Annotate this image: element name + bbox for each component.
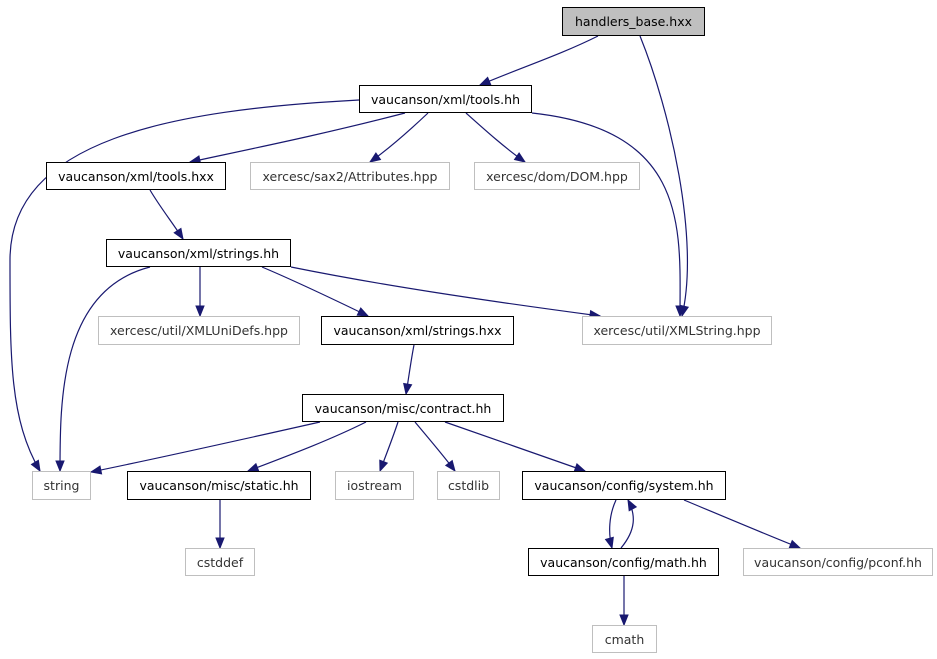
edge-arrowhead — [619, 614, 629, 627]
edge-math-hh-to-cmath — [619, 575, 629, 627]
node-vaucanson-xml-strings-hh[interactable]: vaucanson/xml/strings.hh — [106, 239, 291, 267]
edge-line — [531, 112, 681, 317]
node-xercesc-util-xmlstring-hpp: xercesc/util/XMLString.hpp — [582, 316, 772, 345]
edge-line — [189, 112, 406, 163]
node-vaucanson-xml-tools-hxx[interactable]: vaucanson/xml/tools.hxx — [46, 162, 226, 190]
edge-arrowhead — [627, 498, 638, 512]
node-iostream: iostream — [335, 471, 414, 500]
edge-line — [90, 421, 321, 473]
edge-line — [369, 112, 429, 163]
edge-arrowhead — [173, 227, 184, 241]
edge-line — [479, 35, 599, 86]
edge-contract-hh-to-iostream — [379, 421, 399, 473]
edge-line — [261, 266, 369, 317]
edge-contract-hh-to-cstdlib — [414, 421, 456, 473]
edge-line — [465, 112, 526, 163]
edge-arrowhead — [368, 152, 382, 163]
edge-strings-hh-to-xmlstring-hpp — [290, 266, 602, 320]
edge-arrowhead — [478, 76, 492, 86]
edge-arrowhead — [403, 382, 413, 396]
edge-tools-hh-to-tools-hxx — [188, 112, 406, 165]
edge-arrowhead — [788, 539, 802, 549]
edge-system-hh-to-pconf-hh — [683, 499, 802, 549]
edge-line — [59, 266, 151, 472]
node-vaucanson-xml-strings-hxx[interactable]: vaucanson/xml/strings.hxx — [321, 316, 514, 345]
edge-strings-hh-to-string — [55, 266, 151, 473]
node-vaucanson-misc-contract-hh[interactable]: vaucanson/misc/contract.hh — [302, 394, 504, 422]
edge-arrowhead — [356, 307, 370, 317]
edge-arrowhead — [513, 152, 527, 163]
edge-arrowhead — [195, 305, 205, 318]
edge-tools-hh-to-attributes-hpp — [368, 112, 429, 163]
edge-tools-hh-to-dom-hpp — [465, 112, 527, 163]
edge-arrowhead — [604, 536, 614, 550]
node-vaucanson-config-math-hh[interactable]: vaucanson/config/math.hh — [528, 548, 719, 576]
edge-arrowhead — [675, 305, 685, 318]
edge-tools-hh-to-xmlstring-hpp — [531, 112, 685, 318]
edge-contract-hh-to-static-hh — [246, 421, 367, 472]
edge-system-hh-to-math-hh — [604, 499, 617, 550]
node-vaucanson-config-pconf-hh: vaucanson/config/pconf.hh — [743, 548, 933, 576]
edge-contract-hh-to-string — [89, 421, 321, 475]
node-xercesc-dom-dom-hpp: xercesc/dom/DOM.hpp — [474, 162, 640, 190]
edge-arrowhead — [55, 460, 65, 473]
edge-line — [9, 99, 360, 472]
edge-static-hh-to-cstddef — [215, 500, 225, 550]
edge-arrowhead — [89, 465, 103, 475]
edge-handlers-base-to-tools-hh — [478, 35, 599, 86]
node-vaucanson-misc-static-hh[interactable]: vaucanson/misc/static.hh — [127, 471, 311, 500]
node-cstddef: cstddef — [185, 548, 255, 576]
edge-strings-hxx-to-contract-hh — [403, 344, 415, 396]
edge-line — [639, 35, 689, 317]
node-xercesc-sax2-attributes-hpp: xercesc/sax2/Attributes.hpp — [250, 162, 450, 190]
node-vaucanson-xml-tools-hh[interactable]: vaucanson/xml/tools.hh — [359, 85, 532, 113]
edge-handlers-base-to-xmlstring-hpp — [639, 35, 690, 318]
node-xercesc-util-xmlunidefs-hpp: xercesc/util/XMLUniDefs.hpp — [98, 316, 300, 345]
edge-tools-hh-to-string — [9, 99, 360, 473]
edge-strings-hh-to-xmlunidefs-hpp — [195, 267, 205, 318]
edge-arrowhead — [30, 459, 41, 473]
edge-line — [683, 499, 801, 549]
edge-line — [290, 266, 601, 317]
edge-arrowhead — [215, 537, 225, 550]
edge-line — [247, 421, 367, 472]
node-handlers-base-hxx: handlers_base.hxx — [562, 7, 705, 36]
edge-strings-hh-to-strings-hxx — [261, 266, 370, 317]
node-vaucanson-config-system-hh[interactable]: vaucanson/config/system.hh — [522, 471, 726, 500]
edge-math-hh-to-system-hh — [620, 498, 638, 549]
node-cmath: cmath — [592, 625, 657, 653]
edge-contract-hh-to-system-hh — [444, 421, 587, 472]
edge-tools-hxx-to-strings-hh — [149, 189, 184, 241]
edge-arrowhead — [379, 459, 389, 473]
edge-arrowhead — [444, 459, 456, 473]
node-string: string — [32, 471, 91, 500]
node-cstdlib: cstdlib — [437, 471, 500, 500]
edge-line — [444, 421, 586, 472]
